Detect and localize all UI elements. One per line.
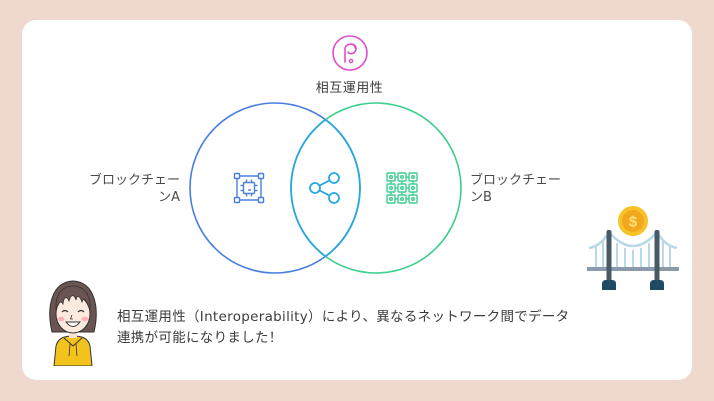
polkadot-p-icon <box>332 35 368 71</box>
label-b-line1: ブロックチェー <box>470 173 562 188</box>
label-a-line1: ブロックチェー <box>88 173 180 188</box>
label-a-line2: ンA <box>158 190 180 205</box>
node-grid-icon <box>386 172 418 204</box>
label-b-line2: ンB <box>470 190 492 205</box>
message-line-1: 相互運用性（Interoperability）により、異なるネットワーク間でデー… <box>117 309 570 325</box>
venn-diagram <box>189 102 462 274</box>
message-line-2: 連携が可能になりました！ <box>117 330 283 346</box>
share-icon <box>309 172 340 204</box>
speaker-message: 相互運用性（Interoperability）により、異なるネットワーク間でデー… <box>117 307 657 349</box>
chip-network-icon <box>233 172 265 204</box>
svg-text:$: $ <box>629 214 638 231</box>
label-blockchain-b: ブロックチェー ンB <box>470 172 588 206</box>
diagram-card: 相互運用性 ブロックチェー ンA ブロックチェー ンB <box>22 20 692 380</box>
bridge-coin-icon: $ <box>587 206 679 290</box>
label-blockchain-a: ブロックチェー ンA <box>62 172 180 206</box>
woman-avatar <box>49 280 97 366</box>
diagram-title: 相互運用性 <box>315 81 384 96</box>
